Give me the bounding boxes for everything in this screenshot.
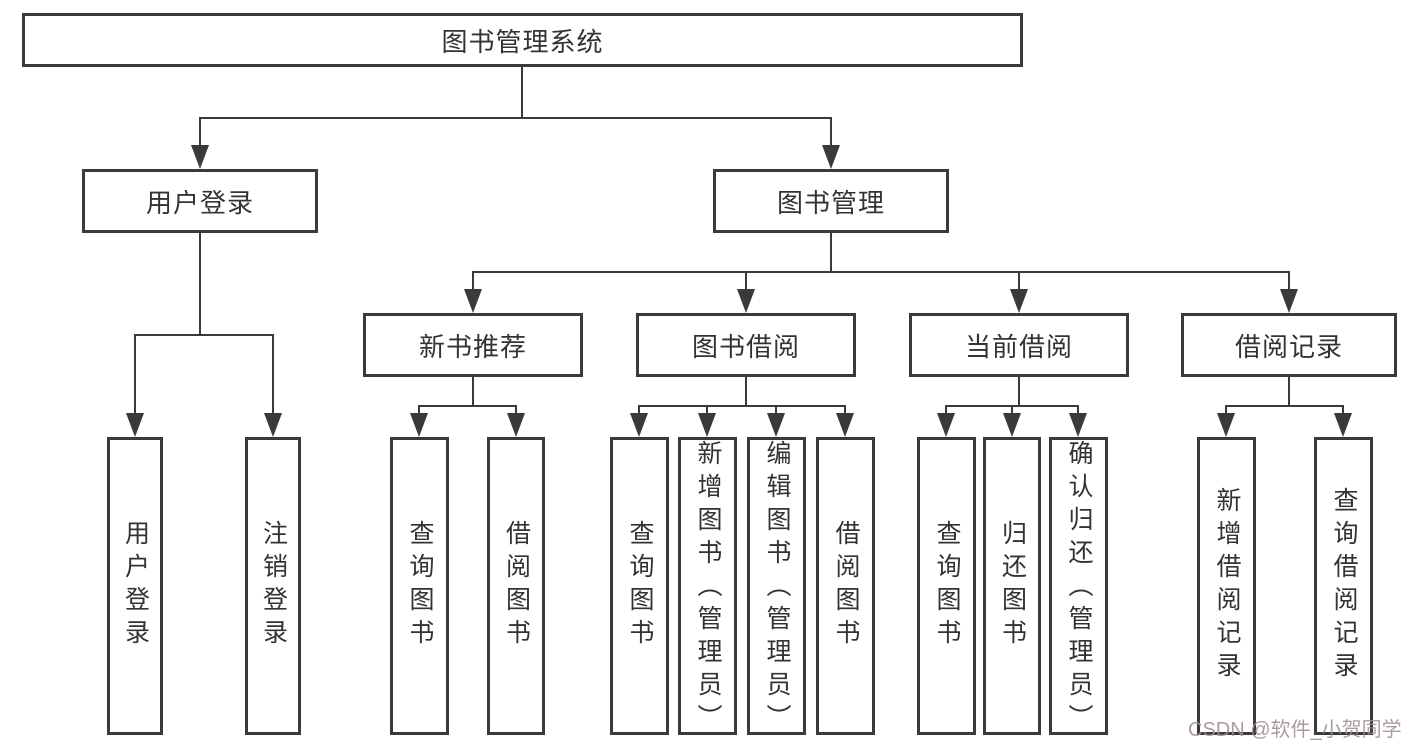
connector-drop <box>775 406 777 417</box>
arrow-down-icon <box>1280 289 1298 313</box>
connector-drop <box>1288 272 1290 293</box>
leaf-add-books-admin: 新增图书（管理员） <box>678 437 737 737</box>
arrow-down-icon <box>1069 413 1087 437</box>
connector-drop <box>1342 406 1344 417</box>
arrow-down-icon <box>1217 413 1235 437</box>
arrow-down-icon <box>1010 289 1028 313</box>
leaf-borrow-books: 借阅图书 <box>816 437 875 735</box>
arrow-down-icon <box>1334 413 1352 437</box>
arrow-down-icon <box>1003 413 1021 437</box>
leaf-edit-books-admin: 编辑图书（管理员） <box>747 437 806 737</box>
leaf-borrow-books-recommend: 借阅图书 <box>487 437 545 735</box>
leaf-return-books: 归还图书 <box>983 437 1041 735</box>
connector-drop <box>844 406 846 417</box>
leaf-add-borrow-record: 新增借阅记录 <box>1197 437 1256 735</box>
connector-drop <box>638 406 640 417</box>
node-borrow-records: 借阅记录 <box>1181 313 1397 377</box>
arrow-down-icon <box>737 289 755 313</box>
node-current-borrow: 当前借阅 <box>909 313 1129 377</box>
connector-drop <box>945 406 947 417</box>
arrow-down-icon <box>630 413 648 437</box>
node-user-login: 用户登录 <box>82 169 318 233</box>
arrow-down-icon <box>836 413 854 437</box>
arrow-down-icon <box>410 413 428 437</box>
arrow-down-icon <box>464 289 482 313</box>
connector-drop <box>1225 406 1227 417</box>
connector-stub <box>1288 377 1290 406</box>
connector-bar <box>134 334 274 336</box>
leaf-confirm-return-admin: 确认归还（管理员） <box>1049 437 1108 737</box>
connector-bar <box>472 271 1290 273</box>
connector-drop <box>272 335 274 417</box>
connector-drop <box>418 406 420 417</box>
watermark: CSDN @软件_小贺同学 <box>1188 719 1402 741</box>
leaf-logout: 注销登录 <box>245 437 301 735</box>
leaf-query-books-current: 查询图书 <box>917 437 976 735</box>
connector-stub <box>745 377 747 406</box>
node-new-book-recommend: 新书推荐 <box>363 313 583 377</box>
connector-stub <box>830 233 832 272</box>
connector-bar <box>199 117 832 119</box>
connector-drop <box>1077 406 1079 417</box>
connector-drop <box>515 406 517 417</box>
connector-stub <box>199 233 201 335</box>
connector-bar <box>638 405 846 407</box>
arrow-down-icon <box>191 145 209 169</box>
arrow-down-icon <box>767 413 785 437</box>
arrow-down-icon <box>937 413 955 437</box>
connector-stub <box>1018 377 1020 406</box>
connector-drop <box>830 118 832 149</box>
node-book-management: 图书管理 <box>713 169 949 233</box>
connector-drop <box>134 335 136 417</box>
arrow-down-icon <box>698 413 716 437</box>
connector-drop <box>199 118 201 149</box>
arrow-down-icon <box>264 413 282 437</box>
leaf-query-borrow-record: 查询借阅记录 <box>1314 437 1373 735</box>
leaf-query-books-recommend: 查询图书 <box>390 437 449 735</box>
connector-drop <box>745 272 747 293</box>
connector-stub <box>472 377 474 406</box>
connector-bar <box>418 405 517 407</box>
connector-stub <box>521 67 523 118</box>
node-root: 图书管理系统 <box>22 13 1023 67</box>
connector-drop <box>1018 272 1020 293</box>
connector-bar <box>1225 405 1344 407</box>
connector-drop <box>472 272 474 293</box>
node-book-borrow: 图书借阅 <box>636 313 856 377</box>
connector-drop <box>706 406 708 417</box>
leaf-user-login: 用户登录 <box>107 437 163 735</box>
connector-drop <box>1011 406 1013 417</box>
arrow-down-icon <box>126 413 144 437</box>
arrow-down-icon <box>822 145 840 169</box>
leaf-query-books-borrow: 查询图书 <box>610 437 669 735</box>
arrow-down-icon <box>507 413 525 437</box>
